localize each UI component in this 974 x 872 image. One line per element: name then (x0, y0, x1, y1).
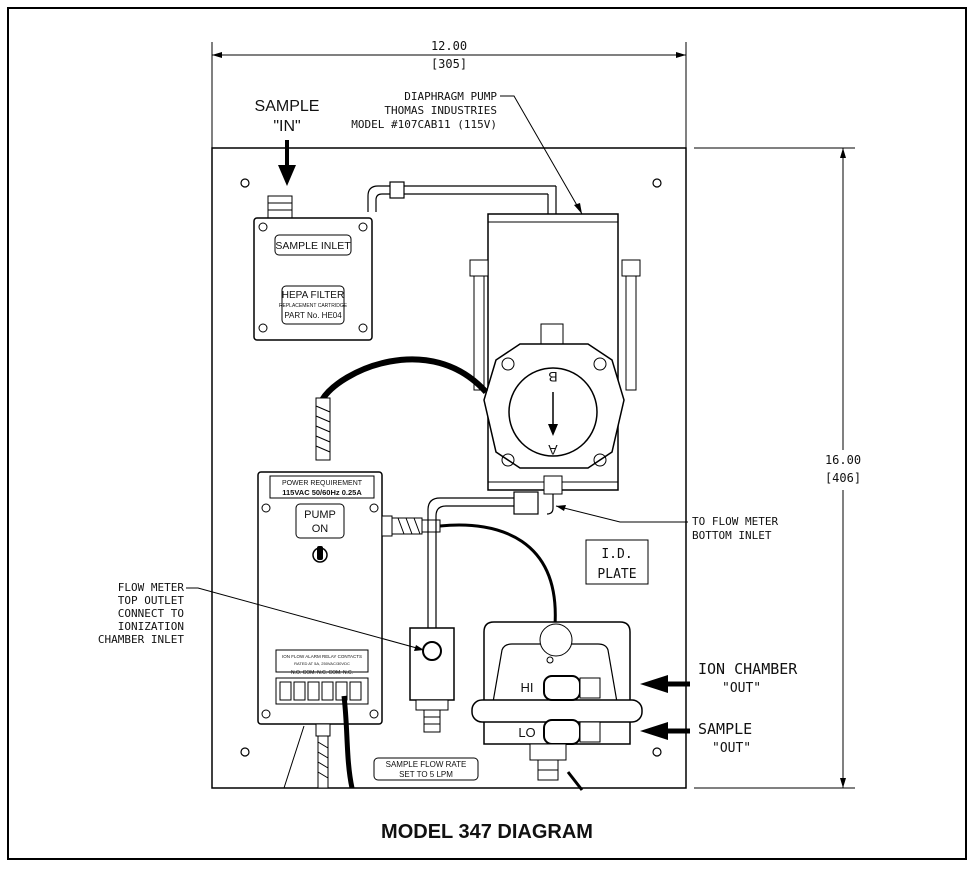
flow-meter: SAMPLE FLOW RATE SET TO 5 LPM (373, 627, 479, 781)
ion-chamber-out-line1: ION CHAMBER (698, 660, 798, 678)
switch-label-pump: PUMP (304, 509, 336, 521)
terminal-leader-line (283, 725, 305, 789)
id-plate: I.D. PLATE (585, 539, 649, 585)
to-flow-meter-callout: TO FLOW METER BOTTOM INLET (555, 505, 778, 542)
pump-cable (315, 356, 489, 461)
pump-line1: DIAPHRAGM PUMP (404, 90, 497, 103)
flow-meter-tubing (427, 491, 554, 628)
terminal-block (279, 681, 362, 701)
terminal-labels: N.O. COM. N.C. COM. N.C. (291, 670, 353, 676)
lo-label: LO (518, 725, 535, 740)
flow-meter-top-line1: FLOW METER (118, 581, 185, 594)
width-dimension: 12.00 [305] (211, 39, 687, 148)
width-value: 12.00 (431, 39, 467, 53)
outer-frame (7, 7, 967, 860)
flow-meter-top-line5: CHAMBER INLET (98, 633, 184, 646)
power-box: POWER REQUIREMENT 115VAC 50/60Hz 0.25A P… (257, 471, 383, 789)
sample-out-callout: SAMPLE "OUT" (640, 720, 752, 756)
width-mm: [305] (431, 57, 467, 71)
pump-callout: DIAPHRAGM PUMP THOMAS INDUSTRIES MODEL #… (351, 90, 583, 215)
flow-meter-top-line4: IONIZATION (118, 620, 184, 633)
flow-meter-top-callout: FLOW METER TOP OUTLET CONNECT TO IONIZAT… (98, 581, 425, 651)
ion-chamber-out-line2: "OUT" (722, 681, 761, 696)
sample-out-line1: SAMPLE (698, 720, 752, 738)
hi-label: HI (521, 680, 534, 695)
pump-line2: THOMAS INDUSTRIES (384, 104, 497, 117)
ion-chamber: HI LO (471, 621, 643, 791)
to-flow-meter-line2: BOTTOM INLET (692, 529, 772, 542)
ion-chamber-out-callout: ION CHAMBER "OUT" (640, 660, 798, 696)
arrow-left-icon (640, 675, 668, 693)
flow-rate-line1: SAMPLE FLOW RATE (386, 760, 467, 769)
sample-out-line2: "OUT" (712, 741, 751, 756)
switch-label-on: ON (312, 523, 329, 535)
sample-in-line1: SAMPLE (255, 98, 320, 115)
sample-in-callout: SAMPLE "IN" (255, 98, 320, 186)
ion-chamber-cable (381, 515, 557, 626)
flow-meter-top-line3: CONNECT TO (118, 607, 184, 620)
pump-letter-a: A (548, 442, 558, 458)
flow-rate-line2: SET TO 5 LPM (399, 770, 453, 779)
arrow-down-icon (278, 165, 296, 186)
height-dimension: 16.00 [406] (694, 147, 874, 789)
hepa-filter-box: SAMPLE INLET HEPA FILTER REPLACEMENT CAR… (253, 195, 373, 341)
arrow-left-icon (640, 722, 668, 740)
power-req-value: 115VAC 50/60Hz 0.25A (282, 488, 362, 497)
height-value: 16.00 (825, 453, 861, 467)
arrow-down-icon (548, 424, 558, 436)
relay-sub: RATED AT 5A, 250VAC/30VDC (294, 661, 350, 666)
hepa-part: PART No. HE04 (284, 311, 342, 320)
id-plate-line1: I.D. (601, 547, 632, 562)
power-req-title: POWER REQUIREMENT (282, 480, 363, 487)
sample-in-line2: "IN" (273, 118, 300, 135)
pump-line3: MODEL #107CAB11 (115V) (351, 118, 497, 131)
hepa-title: HEPA FILTER (282, 290, 344, 301)
to-flow-meter-line1: TO FLOW METER (692, 515, 778, 528)
id-plate-line2: PLATE (597, 567, 636, 582)
hepa-sub: REPLACEMENT CARTRIDGE (279, 303, 348, 309)
sample-inlet-label: SAMPLE INLET (275, 240, 351, 252)
mounting-holes (240, 178, 662, 757)
pump-letter-b: B (548, 369, 557, 385)
diagram-caption: MODEL 347 DIAGRAM (381, 821, 593, 843)
flow-meter-top-line2: TOP OUTLET (118, 594, 185, 607)
relay-title: ION FLOW ALARM RELAY CONTACTS (282, 654, 362, 659)
diaphragm-pump: B A (469, 213, 641, 495)
height-mm: [406] (825, 471, 861, 485)
